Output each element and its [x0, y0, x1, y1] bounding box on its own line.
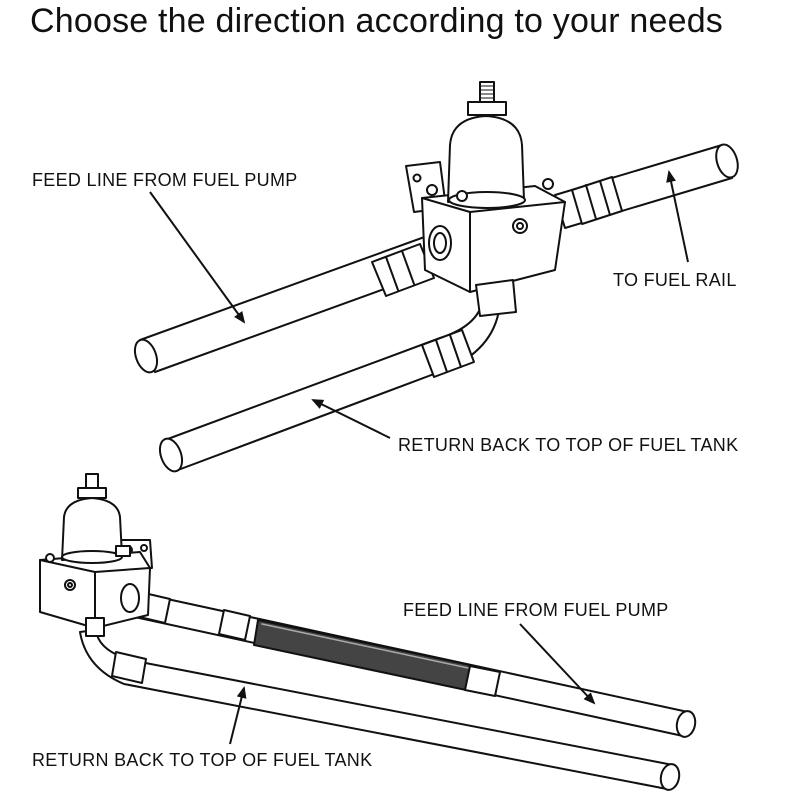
bottom-arrows	[229, 623, 596, 745]
page-title: Choose the direction according to your n…	[30, 2, 724, 40]
top-rail-arrow	[666, 170, 689, 263]
bottom-feed-arrow	[519, 623, 596, 705]
bottom-diagram	[39, 473, 697, 791]
bottom-feed-fitting-2	[218, 609, 251, 641]
bottom-feed-fitting-3	[464, 665, 501, 697]
top-regulator	[405, 81, 566, 317]
top-return-label: RETURN BACK TO TOP OF FUEL TANK	[398, 435, 739, 455]
top-return-arrow	[311, 399, 391, 439]
top-diagram	[133, 81, 739, 473]
top-feed-label: FEED LINE FROM FUEL PUMP	[32, 170, 298, 190]
bottom-return-label: RETURN BACK TO TOP OF FUEL TANK	[32, 750, 373, 770]
bottom-regulator	[39, 473, 153, 637]
bottom-return-arrow	[229, 686, 247, 745]
top-return-fitting	[421, 329, 475, 378]
top-feed-arrow	[149, 191, 246, 324]
bottom-feed-label: FEED LINE FROM FUEL PUMP	[403, 600, 669, 620]
top-rail-label: TO FUEL RAIL	[613, 270, 737, 290]
bottom-inline-filter	[253, 619, 471, 691]
top-feed-fitting	[371, 243, 435, 297]
bottom-return-fitting	[111, 651, 147, 684]
bottom-return-pipe	[79, 629, 681, 791]
top-rail-fitting	[571, 176, 623, 225]
top-arrows	[149, 170, 689, 439]
